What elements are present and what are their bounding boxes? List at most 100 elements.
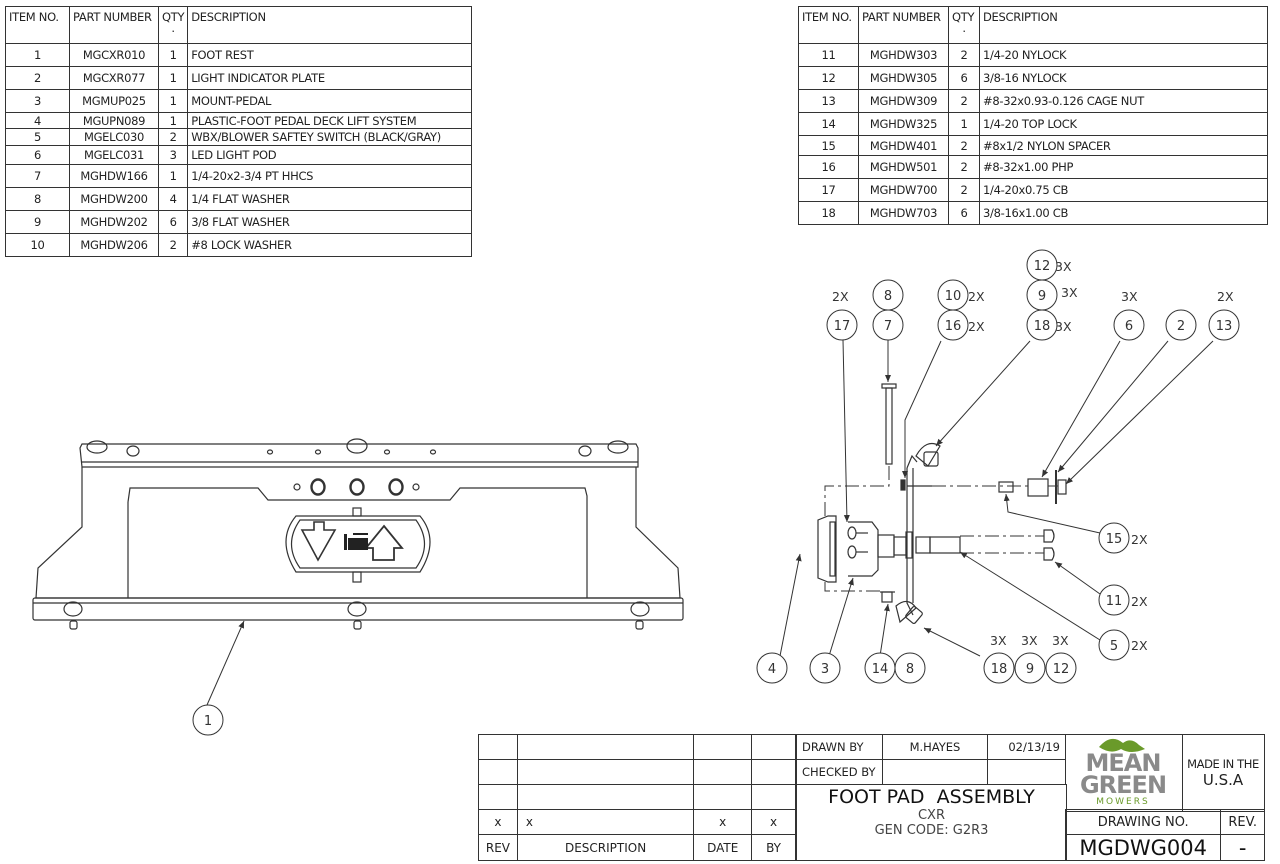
revision-by-cell bbox=[751, 734, 796, 760]
balloon-9-top: 9 bbox=[1026, 279, 1058, 311]
svg-text:MEAN: MEAN bbox=[1086, 749, 1161, 777]
item-no-cell: 18 bbox=[798, 201, 859, 225]
checked-by-value bbox=[881, 759, 989, 785]
qty-label: 2X bbox=[1131, 594, 1148, 609]
qty-label: 3X bbox=[990, 633, 1007, 648]
svg-text:12: 12 bbox=[1053, 662, 1070, 677]
revision-value: - bbox=[1220, 834, 1265, 861]
revision-rev-cell bbox=[478, 734, 518, 760]
revision-rev-cell bbox=[478, 759, 518, 785]
by-header: BY bbox=[751, 834, 796, 861]
svg-text:18: 18 bbox=[1034, 319, 1051, 334]
qty-label: 2X bbox=[1217, 289, 1234, 304]
made-in-usa: MADE IN THE U.S.A bbox=[1182, 734, 1265, 812]
description-cell: #8-32x1.00 PHP bbox=[979, 155, 1268, 179]
col-item-no: ITEM NO. bbox=[798, 6, 859, 44]
description-cell: 1/4-20 NYLOCK bbox=[979, 43, 1268, 67]
item-no-cell: 17 bbox=[798, 178, 859, 202]
drawn-date: 02/13/19 bbox=[987, 734, 1066, 760]
revision-row bbox=[478, 734, 796, 760]
revision-row bbox=[478, 784, 796, 810]
svg-text:18: 18 bbox=[991, 662, 1008, 677]
qty-label: 2X bbox=[832, 289, 849, 304]
drawing-no-label: DRAWING NO. bbox=[1064, 809, 1222, 835]
svg-text:13: 13 bbox=[1216, 319, 1233, 334]
revision-header-row: REV DESCRIPTION DATE BY bbox=[478, 834, 796, 861]
part-number-cell: MGHDW703 bbox=[858, 201, 949, 225]
balloon-18-top: 18 bbox=[1026, 309, 1058, 341]
revision-date-cell bbox=[693, 759, 753, 785]
mean-green-logo: MEAN GREEN MOWERS bbox=[1080, 738, 1167, 807]
grass-icon bbox=[1099, 738, 1145, 752]
item-no-cell: 3 bbox=[5, 89, 70, 113]
model-name: CXR bbox=[917, 808, 945, 823]
part-number-cell: MGCXR077 bbox=[69, 66, 159, 90]
item-no-cell: 1 bbox=[5, 43, 70, 67]
svg-text:10: 10 bbox=[945, 289, 962, 304]
qty-label: 3X bbox=[1121, 289, 1138, 304]
revision-desc-cell: x bbox=[516, 809, 695, 835]
part-number-cell: MGHDW501 bbox=[858, 155, 949, 179]
svg-text:14: 14 bbox=[872, 662, 889, 677]
svg-text:11: 11 bbox=[1106, 594, 1123, 609]
balloon-17: 17 bbox=[826, 309, 858, 341]
revision-date-cell bbox=[693, 784, 753, 810]
balloon-13: 13 bbox=[1208, 309, 1240, 341]
qty-cell: 1 bbox=[948, 112, 980, 136]
center-lines bbox=[824, 464, 1058, 592]
revision-desc-cell bbox=[516, 784, 695, 810]
part-number-cell: MGUPN089 bbox=[69, 112, 159, 129]
revision-date-cell: x bbox=[693, 809, 753, 835]
revision-date-cell bbox=[693, 734, 753, 760]
col-description: DESCRIPTION bbox=[187, 6, 472, 44]
svg-text:6: 6 bbox=[1125, 319, 1133, 334]
foot-rest-front-view bbox=[32, 438, 684, 630]
revision-row bbox=[478, 759, 796, 785]
svg-text:7: 7 bbox=[884, 319, 892, 334]
bom-header-row: ITEM NO. PART NUMBER QTY. DESCRIPTION bbox=[5, 6, 472, 44]
qty-label: 2X bbox=[1131, 638, 1148, 653]
revision-rev-cell: x bbox=[478, 809, 518, 835]
svg-text:8: 8 bbox=[906, 662, 914, 677]
balloon-1: 1 bbox=[192, 704, 224, 736]
revision-by-cell bbox=[751, 784, 796, 810]
balloon-12-bottom: 12 bbox=[1045, 652, 1077, 684]
col-part-number: PART NUMBER bbox=[858, 6, 949, 44]
qty-label: 3X bbox=[1021, 633, 1038, 648]
qty-cell: 1 bbox=[157, 66, 189, 90]
qty-label: 3X bbox=[1055, 319, 1072, 334]
col-qty: QTY. bbox=[948, 6, 980, 44]
balloon-12-top: 12 bbox=[1026, 249, 1058, 281]
balloon-16: 16 bbox=[937, 309, 969, 341]
title-area: FOOT PAD ASSEMBLY CXR GEN CODE: G2R3 bbox=[796, 784, 1067, 861]
balloon-11: 11 bbox=[1098, 584, 1130, 616]
bom-table-right: ITEM NO. PART NUMBER QTY. DESCRIPTION 11… bbox=[798, 6, 1268, 225]
company-logo: MEAN GREEN MOWERS bbox=[1065, 734, 1183, 812]
svg-text:17: 17 bbox=[834, 319, 851, 334]
quantity-labels: 2X 2X 2X 3X 3X 3X 3X 2X 2X 2X 2X 3X 3X 3… bbox=[832, 259, 1234, 653]
svg-text:15: 15 bbox=[1106, 532, 1123, 547]
rev-header: REV bbox=[478, 834, 518, 861]
qty-label: 3X bbox=[1061, 285, 1078, 300]
balloon-14: 14 bbox=[864, 652, 896, 684]
qty-cell: 2 bbox=[157, 233, 189, 257]
drawing-number-table: DRAWING NO. REV. MGDWG004 - bbox=[1064, 809, 1265, 861]
svg-text:2: 2 bbox=[1177, 319, 1185, 334]
exploded-side-view bbox=[817, 383, 1067, 625]
qty-label: 2X bbox=[968, 319, 985, 334]
svg-text:9: 9 bbox=[1038, 289, 1046, 304]
drawn-by-value: M.HAYES bbox=[881, 734, 989, 760]
svg-text:GREEN: GREEN bbox=[1080, 771, 1166, 799]
